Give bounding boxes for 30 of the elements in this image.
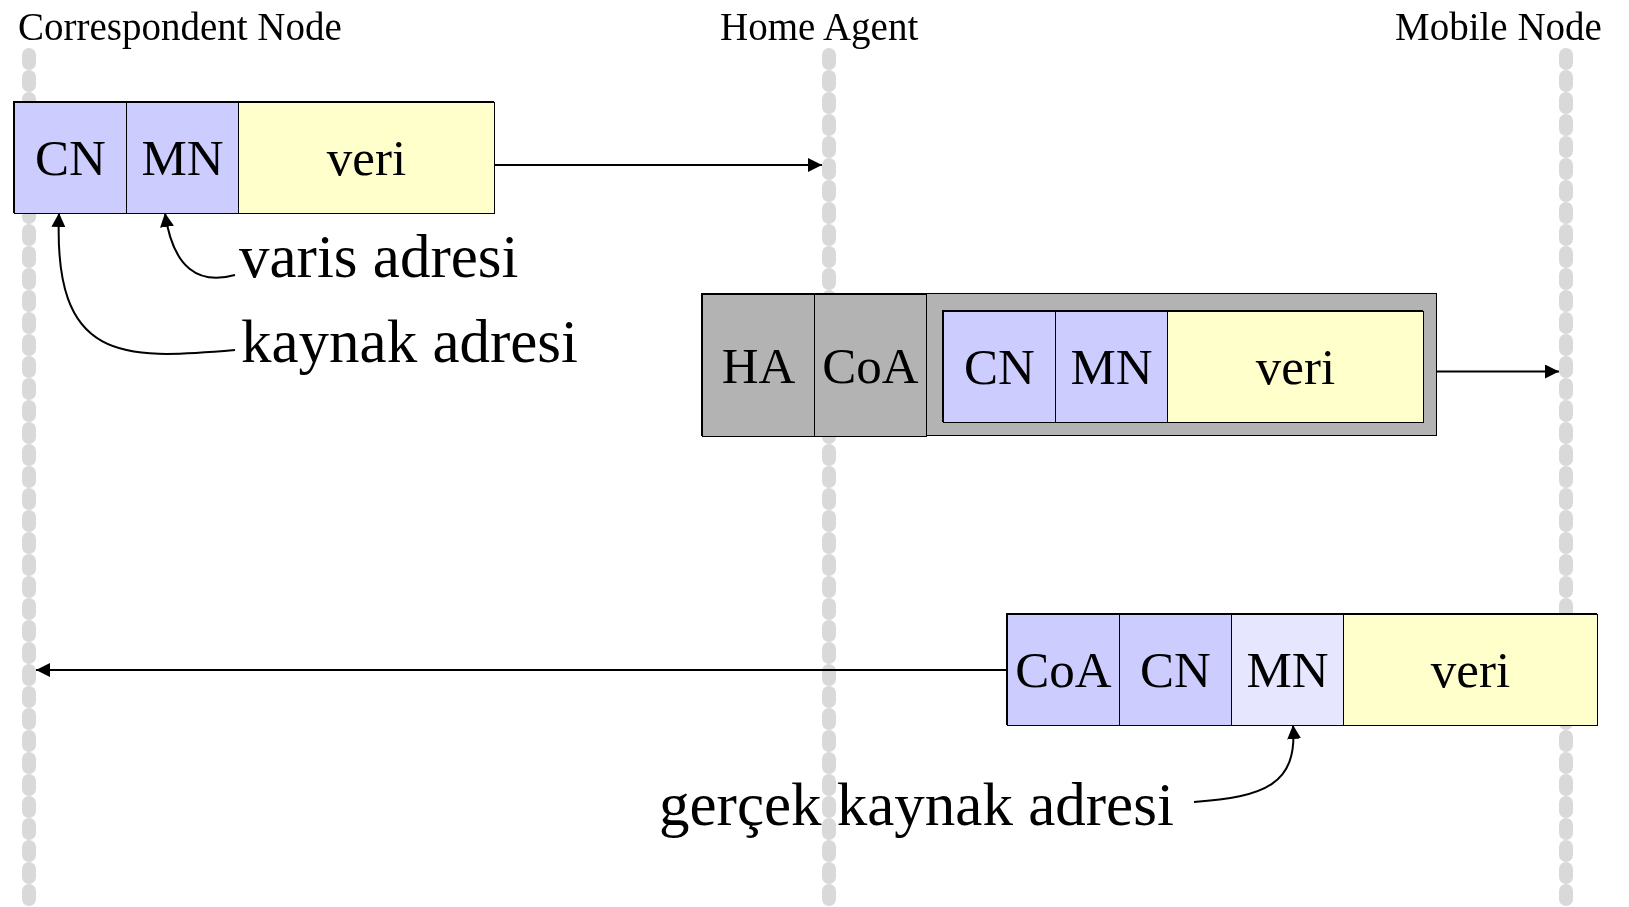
header-field: veri xyxy=(1167,311,1424,423)
header-field: MN xyxy=(1231,614,1344,726)
packet-box xyxy=(701,293,1437,436)
inner-packet-box xyxy=(942,310,1423,422)
header-field: CoA xyxy=(814,294,927,437)
lifeline-title: Correspondent Node xyxy=(18,4,342,49)
lifeline xyxy=(22,48,36,907)
annotation: kaynak adresi xyxy=(241,311,596,373)
header-field: CN xyxy=(14,102,127,214)
lifeline xyxy=(1559,48,1573,907)
leader-line xyxy=(52,212,236,355)
packet-box xyxy=(1006,613,1597,725)
header-field: CN xyxy=(943,311,1056,423)
header-field: veri xyxy=(1343,614,1598,726)
packet-box xyxy=(13,101,494,213)
header-field: MN xyxy=(126,102,239,214)
leader-line xyxy=(1193,724,1301,803)
leader-line xyxy=(160,212,236,279)
header-field: CoA xyxy=(1007,614,1120,726)
annotation: varis adresi xyxy=(239,226,524,288)
header-field: CN xyxy=(1119,614,1232,726)
header-field: veri xyxy=(238,102,495,214)
header-field: MN xyxy=(1055,311,1168,423)
arrow xyxy=(35,663,1007,677)
annotation: gerçek kaynak adresi xyxy=(659,774,1194,836)
lifeline-title: Home Agent xyxy=(720,4,919,49)
arrow xyxy=(1436,364,1560,379)
lifeline-title: Mobile Node xyxy=(1395,4,1602,49)
header-field: HA xyxy=(702,294,815,437)
arrow xyxy=(493,158,823,172)
